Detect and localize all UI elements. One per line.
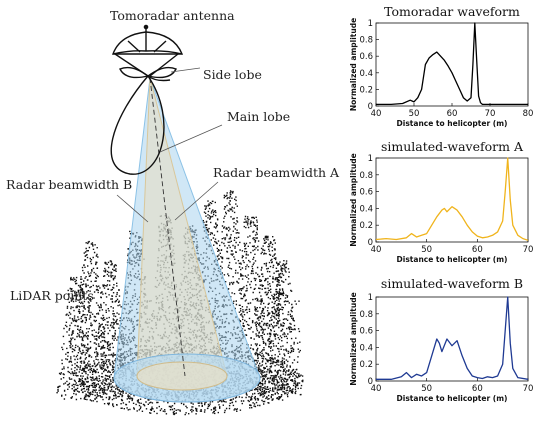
plot-area xyxy=(375,22,529,107)
y-tick-label: 0.2 xyxy=(359,360,373,370)
y-tick-label: 0.4 xyxy=(359,343,373,353)
main-lobe-label: Main lobe xyxy=(227,109,290,124)
antenna-icon xyxy=(110,24,184,175)
y-tick-label: 1 xyxy=(368,154,373,164)
x-tick-label: 40 xyxy=(371,245,382,255)
y-tick-label: 0.2 xyxy=(359,221,373,231)
plot-area xyxy=(375,296,529,382)
waveform-series-line xyxy=(376,296,529,380)
antenna-label: Tomoradar antenna xyxy=(110,8,235,23)
y-tick-label: 0.4 xyxy=(359,204,373,214)
waveform-series-line xyxy=(375,157,529,241)
y-axis-label: Normalized amplitude xyxy=(349,18,358,111)
y-tick-label: 0.6 xyxy=(359,188,373,198)
waveform-series-line xyxy=(376,22,528,105)
y-tick-label: 0 xyxy=(368,238,373,248)
y-tick-label: 0 xyxy=(368,377,373,387)
y-tick-label: 0.6 xyxy=(359,327,373,337)
plot-area xyxy=(375,157,529,243)
main-lobe-leader xyxy=(159,124,223,153)
chart-title: simulated-waveform B xyxy=(381,276,523,291)
x-tick-label: 60 xyxy=(472,245,483,255)
beam-b-label: Radar beamwidth B xyxy=(6,177,132,192)
beam-b-leader xyxy=(116,194,149,223)
x-tick-label: 50 xyxy=(421,245,432,255)
x-tick-label: 80 xyxy=(523,109,534,119)
waveform-charts: Tomoradar waveform 40 50 60 70 80 0 0.2 0.4 0.6 0.… xyxy=(349,4,533,403)
x-axis-label: Distance to helicopter (m) xyxy=(397,394,508,403)
y-tick-label: 1 xyxy=(368,19,373,29)
x-tick-label: 50 xyxy=(421,384,432,394)
y-tick-label: 0.2 xyxy=(359,85,373,95)
chart-title: Tomoradar waveform xyxy=(384,4,520,19)
x-axis-label: Distance to helicopter (m) xyxy=(397,119,508,128)
x-axis-label: Distance to helicopter (m) xyxy=(397,255,508,264)
y-axis-label: Normalized amplitude xyxy=(349,153,358,246)
x-tick-label: 50 xyxy=(409,109,420,119)
x-tick-label: 70 xyxy=(523,384,534,394)
y-tick-label: 0.4 xyxy=(359,69,373,79)
beam-a-footprint xyxy=(136,361,228,391)
side-lobe-label: Side lobe xyxy=(203,67,262,82)
lidar-label: LiDAR points xyxy=(10,288,94,303)
waveform-chart-3: simulated-waveform B 40 50 60 70 0 0.2 0.4 0.6 0.… xyxy=(349,276,533,403)
side-lobe-leader xyxy=(170,67,201,73)
y-tick-label: 0 xyxy=(368,102,373,112)
chart-title: simulated-waveform A xyxy=(381,139,524,154)
x-tick-label: 70 xyxy=(485,109,496,119)
y-tick-label: 0.8 xyxy=(359,171,373,181)
y-tick-label: 0.8 xyxy=(359,36,373,46)
x-tick-label: 60 xyxy=(447,109,458,119)
beam-a-label: Radar beamwidth A xyxy=(213,165,340,180)
beam-a-leader xyxy=(174,181,219,221)
waveform-chart-1: Tomoradar waveform 40 50 60 70 80 0 0.2 0.4 0.6 0.… xyxy=(349,4,533,128)
waveform-chart-2: simulated-waveform A 40 50 60 70 0 0.2 0.4 0.6 0.… xyxy=(349,139,533,264)
y-tick-label: 0.8 xyxy=(359,310,373,320)
radar-illustration: Tomoradar antenna Side lobe Main lobe Ra… xyxy=(6,8,340,416)
y-tick-label: 0.6 xyxy=(359,52,373,62)
beam-a-cone xyxy=(136,77,228,391)
x-tick-label: 40 xyxy=(371,384,382,394)
x-tick-label: 40 xyxy=(371,109,382,119)
x-tick-label: 60 xyxy=(472,384,483,394)
y-tick-label: 1 xyxy=(368,293,373,303)
beam-center-line xyxy=(149,77,186,377)
y-axis-label: Normalized amplitude xyxy=(349,292,358,385)
x-tick-label: 70 xyxy=(523,245,534,255)
